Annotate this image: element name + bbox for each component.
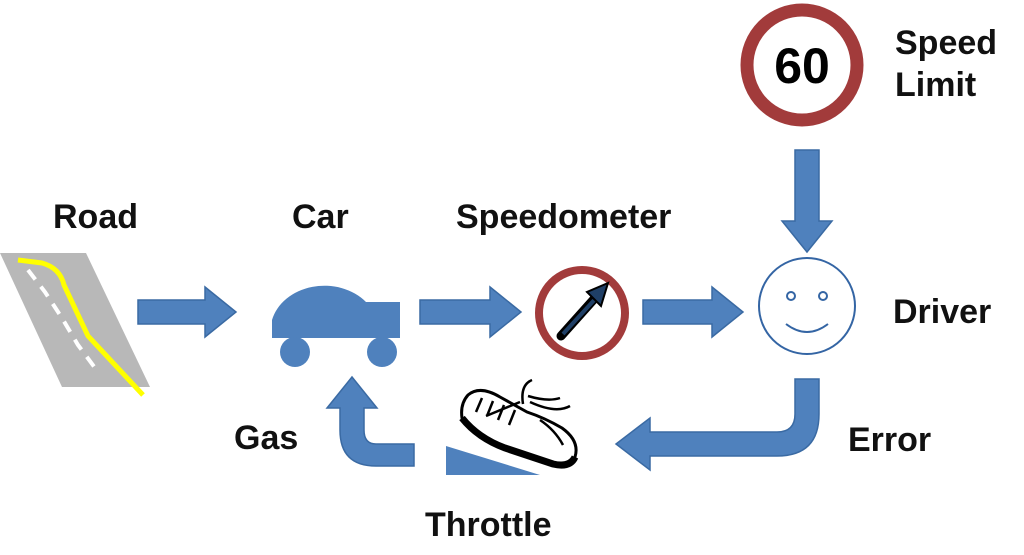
arrow-road-to-car — [137, 285, 238, 339]
speed-limit-label-line2: Limit — [895, 66, 976, 104]
road-icon — [0, 253, 150, 397]
arrow-driver-to-throttle — [614, 378, 820, 472]
speed-limit-value: 60 — [774, 38, 830, 94]
arrow-throttle-to-car — [325, 375, 415, 467]
speed-limit-label-line1: Speed — [895, 24, 997, 62]
speedometer-label: Speedometer — [456, 198, 671, 236]
arrow-car-to-speedometer — [419, 285, 523, 339]
gas-label: Gas — [234, 419, 298, 457]
arrow-speed-limit-to-driver — [780, 149, 834, 254]
driver-label: Driver — [893, 293, 991, 331]
smiley-face-icon — [758, 257, 856, 355]
speedometer-icon — [535, 266, 629, 360]
error-label: Error — [848, 421, 931, 459]
throttle-label: Throttle — [425, 506, 552, 544]
road-label: Road — [53, 198, 138, 236]
car-icon — [272, 285, 400, 367]
car-label: Car — [292, 198, 349, 236]
arrow-speedometer-to-driver — [642, 285, 745, 339]
speed-limit-sign-icon: 60 — [740, 3, 864, 127]
shoe-on-pedal-icon — [446, 378, 579, 475]
